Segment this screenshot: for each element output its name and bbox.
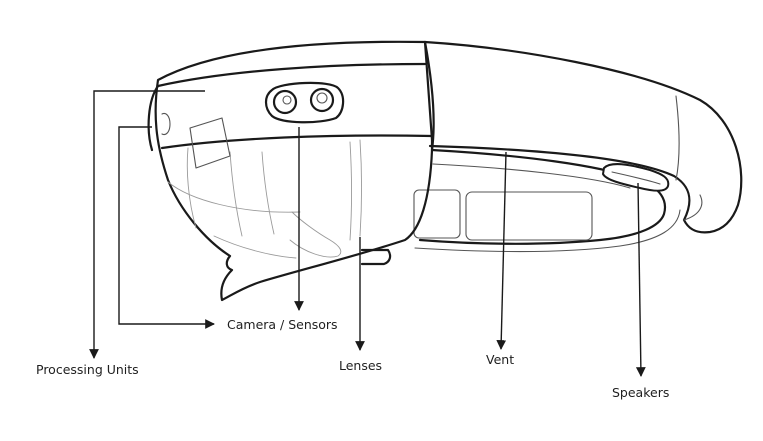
lower-clip [360,248,392,266]
leader-vent [496,151,507,350]
label-camera-sensors: Camera / Sensors [227,317,338,332]
label-vent: Vent [486,352,514,367]
camera-pod [264,81,345,124]
camera-lens-right [309,87,335,113]
camera-lens-left-inner [282,95,292,105]
leader-speakers [635,182,646,377]
visor-brow-line [160,134,434,150]
leader-camera-sensors [118,126,215,329]
leader-processing-units [89,90,205,359]
side-sensor [161,112,171,136]
label-processing-units: Processing Units [36,362,139,377]
camera-lens-left [272,89,298,115]
speaker-pod-detail [611,171,661,185]
inner-band-lower [414,209,681,253]
inner-band-edge [432,163,631,189]
headset-illustration [147,40,743,302]
visor-brim [156,62,427,88]
label-speakers: Speakers [612,385,669,400]
visor-shell [154,40,434,302]
visor-seam [423,40,435,152]
vent-slot-right [465,191,593,241]
vent-slot-left [413,189,461,239]
label-lenses: Lenses [339,358,382,373]
leader-lines [89,90,646,377]
camera-lens-right-inner [316,92,328,104]
lens-sheet [167,117,362,259]
head-band-rear [423,40,743,234]
head-band-rear-inner [675,95,680,181]
inner-band [418,148,667,245]
head-band-rim [683,194,703,221]
labels: Processing Units Camera / Sensors Lenses… [36,317,669,400]
